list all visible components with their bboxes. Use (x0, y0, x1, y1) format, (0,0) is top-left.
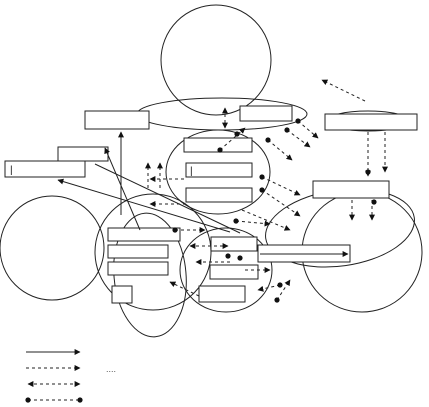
dot-5 (259, 187, 265, 193)
dot-8 (277, 282, 283, 288)
dot-connector-8 (257, 284, 281, 292)
legend: .... (25, 349, 116, 403)
center-left-circle (94, 193, 212, 311)
center-ellipse (165, 129, 271, 215)
dot-14 (237, 255, 243, 261)
legend-dot-left (25, 397, 31, 403)
box-top-center-right (239, 105, 293, 122)
box-small-square (111, 285, 133, 304)
box-left-upper (57, 146, 109, 162)
box-left-stack-3 (107, 261, 169, 276)
center-box-mark: | (190, 166, 193, 177)
dot-11 (365, 169, 371, 175)
dot-6 (233, 218, 239, 224)
dot-7 (217, 147, 223, 153)
dot-connector-2 (297, 120, 319, 139)
dot-10 (172, 227, 178, 233)
legend-dot-right (77, 397, 83, 403)
dot-15 (234, 131, 240, 137)
solid-arrow-long-diagonal (94, 163, 241, 234)
dot-connector-3 (267, 139, 293, 161)
dashed-arrow-top-right-up (321, 79, 366, 102)
legend-caption: .... (106, 364, 116, 374)
dot-connector-4 (261, 176, 301, 196)
solid-arrow-diagonal-to-left-box (57, 178, 231, 233)
box-top-right (324, 113, 418, 131)
top-circle (160, 4, 272, 116)
box-left-stack-1 (107, 227, 181, 242)
dashed-arrow-bottom-left (169, 281, 200, 297)
box-center-3 (185, 187, 253, 203)
dot-9 (274, 297, 280, 303)
dot-13 (225, 253, 231, 259)
dot-connector-5 (261, 189, 301, 217)
dot-connector-6 (235, 220, 271, 227)
box-center-lower (209, 264, 259, 280)
box-center-bottom (198, 285, 246, 303)
dot-4 (259, 174, 265, 180)
left-circle (0, 195, 105, 301)
box-center-1 (183, 137, 253, 153)
box-left-lower (4, 160, 86, 178)
box-left-stack-2 (107, 244, 169, 259)
solid-arrow-diagonal-from-left-stack (104, 147, 141, 231)
dashed-arrow-center-right-diag (241, 209, 291, 231)
dot-3 (265, 137, 271, 143)
dot-2 (295, 118, 301, 124)
dot-1 (284, 127, 290, 133)
tall-left-ellipse (113, 212, 187, 338)
lower-center-ellipse (179, 227, 273, 313)
dot-12 (371, 199, 377, 205)
box-center-2 (185, 162, 253, 178)
box-top-left (84, 110, 150, 130)
left-small-box-mark: | (10, 165, 13, 176)
dot-connector-9 (276, 279, 291, 301)
box-center-small (210, 236, 258, 252)
dot-connector-1 (286, 129, 311, 148)
box-right-mid (312, 180, 390, 199)
